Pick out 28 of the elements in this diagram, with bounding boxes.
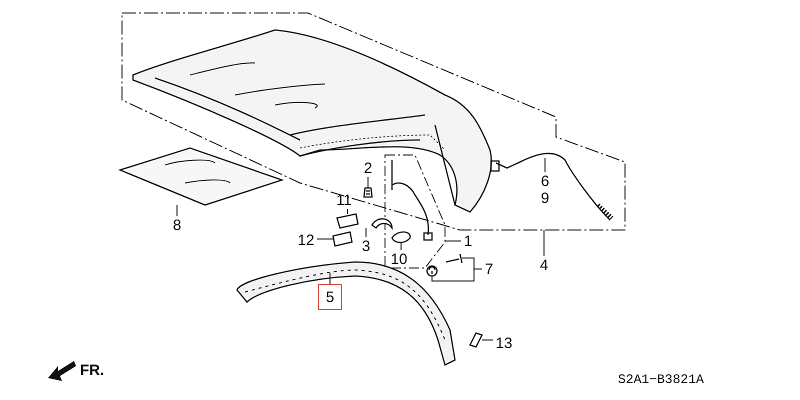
diagram-code: S2A1−B3821A — [618, 372, 704, 387]
callout-number: 5 — [318, 284, 342, 310]
callout-number: 10 — [388, 250, 410, 268]
callout-number: 3 — [359, 237, 373, 255]
callout-number: 4 — [537, 256, 551, 274]
leader-line — [176, 204, 178, 216]
callout-number: 6 9 — [537, 172, 553, 208]
callout-number: 11 — [333, 191, 355, 209]
leader-line — [347, 208, 348, 214]
leader-line — [544, 158, 546, 172]
leader-line — [432, 268, 482, 282]
callout-number: 1 — [461, 232, 475, 250]
bolt-drawing — [332, 231, 353, 247]
direction-label: FR. — [80, 362, 104, 379]
bushing-drawing — [371, 218, 393, 229]
callout-number: 12 — [295, 231, 317, 249]
callout-number: 13 — [493, 334, 515, 352]
callout-number: 2 — [361, 159, 375, 177]
callout-number: 7 — [482, 260, 496, 278]
callout-number: 8 — [170, 216, 184, 234]
leader-line — [400, 242, 402, 250]
bolt-drawing — [445, 253, 463, 264]
cap-drawing — [426, 265, 438, 277]
leader-line — [316, 238, 334, 240]
clip-drawing — [363, 187, 373, 198]
leader-line — [444, 240, 462, 242]
clip-drawing — [469, 332, 483, 348]
clamp-drawing — [391, 231, 411, 244]
